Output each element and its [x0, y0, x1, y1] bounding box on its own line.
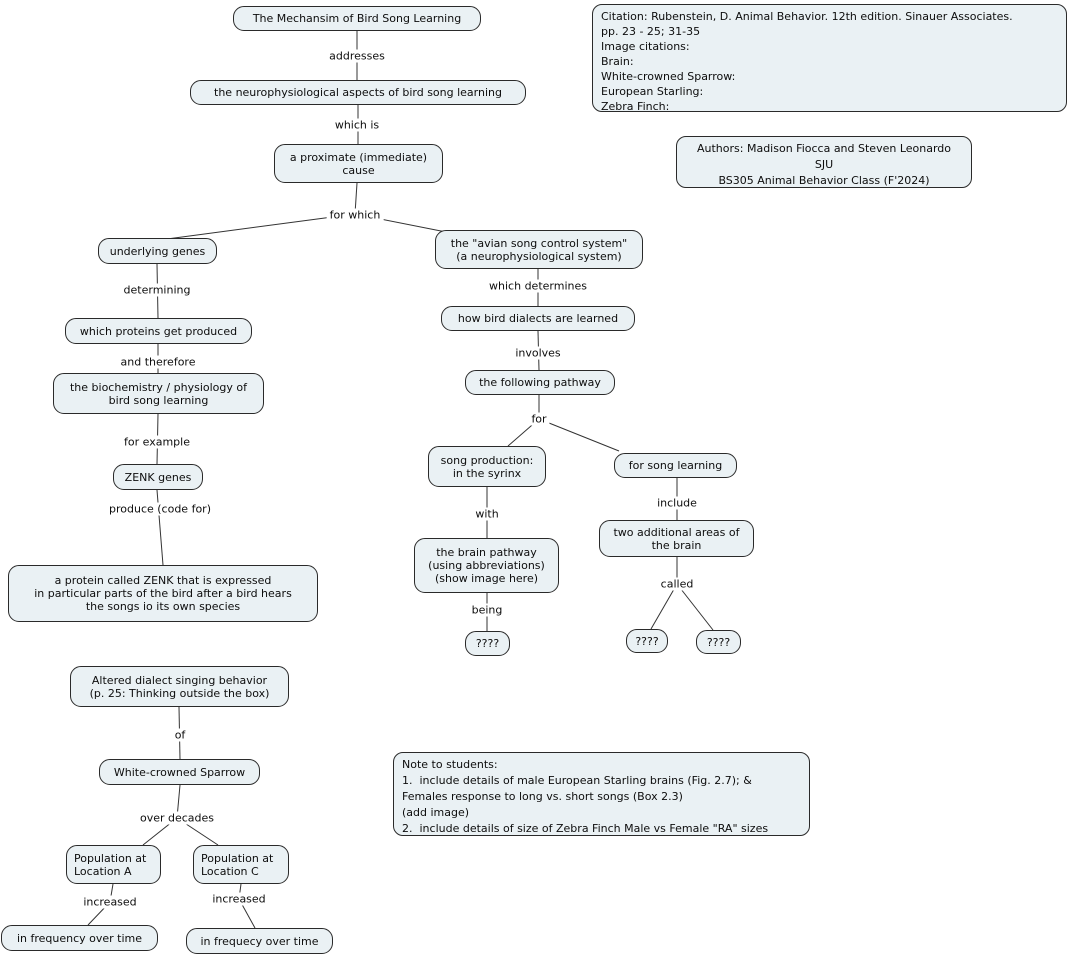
link-label-with[interactable]: with — [472, 507, 502, 521]
link-label-which-is[interactable]: which is — [331, 118, 383, 132]
concept-node-which-proteins[interactable]: which proteins get produced — [65, 318, 252, 344]
link-label-for[interactable]: for — [528, 412, 550, 426]
concept-node-song-production-syrinx[interactable]: song production: in the syrinx — [428, 446, 546, 487]
citation-box[interactable]: Citation: Rubenstein, D. Animal Behavior… — [592, 4, 1067, 113]
concept-node-biochemistry-physiology[interactable]: the biochemistry / physiology of bird so… — [53, 373, 264, 414]
concept-node-two-additional-areas[interactable]: two additional areas of the brain — [599, 520, 754, 557]
concept-node-brain-pathway[interactable]: the brain pathway (using abbreviations) … — [414, 538, 559, 593]
link-label-increased-a[interactable]: increased — [80, 895, 140, 909]
concept-node-frequency-over-time-c[interactable]: in frequecy over time — [186, 928, 333, 954]
link-label-addresses[interactable]: addresses — [326, 49, 388, 63]
link-label-involves[interactable]: involves — [512, 346, 564, 360]
concept-node-for-song-learning[interactable]: for song learning — [614, 453, 737, 478]
link-label-which-determines[interactable]: which determines — [486, 279, 590, 293]
concept-node-following-pathway[interactable]: the following pathway — [465, 370, 615, 395]
link-label-over-decades[interactable]: over decades — [136, 811, 218, 825]
concept-node-zenk-genes[interactable]: ZENK genes — [113, 464, 203, 490]
concept-node-population-location-a[interactable]: Population at Location A — [66, 845, 161, 884]
concept-node-altered-dialect-behavior[interactable]: Altered dialect singing behavior (p. 25:… — [70, 666, 289, 707]
concept-node-underlying-genes[interactable]: underlying genes — [98, 238, 217, 264]
concept-node-population-location-c[interactable]: Population at Location C — [193, 845, 289, 884]
link-label-for-which[interactable]: for which — [326, 208, 384, 222]
concept-node-bird-dialects[interactable]: how bird dialects are learned — [441, 306, 635, 331]
concept-node-unknown-3[interactable]: ???? — [696, 630, 741, 654]
link-label-determining[interactable]: determining — [120, 283, 194, 297]
concept-node-unknown-2[interactable]: ???? — [626, 629, 668, 653]
link-label-called[interactable]: called — [657, 577, 697, 591]
concept-node-proximate-cause[interactable]: a proximate (immediate) cause — [274, 144, 443, 183]
link-label-and-therefore[interactable]: and therefore — [117, 355, 199, 369]
link-label-produce-code-for[interactable]: produce (code for) — [106, 502, 214, 516]
concept-node-avian-song-control-system[interactable]: the "avian song control system" (a neuro… — [435, 230, 643, 269]
concept-node-frequency-over-time-a[interactable]: in frequency over time — [1, 925, 158, 951]
link-label-increased-c[interactable]: increased — [209, 892, 269, 906]
link-label-of[interactable]: of — [171, 728, 189, 742]
concept-node-zenk-protein[interactable]: a protein called ZENK that is expressed … — [8, 565, 318, 622]
note-to-students-box[interactable]: Note to students: 1. include details of … — [393, 752, 810, 836]
concept-node-white-crowned-sparrow[interactable]: White-crowned Sparrow — [99, 759, 260, 785]
link-label-for-example[interactable]: for example — [121, 435, 193, 449]
authors-box[interactable]: Authors: Madison Fiocca and Steven Leona… — [676, 136, 972, 188]
link-label-being[interactable]: being — [468, 603, 506, 617]
link-label-include[interactable]: include — [654, 496, 700, 510]
concept-node-title[interactable]: The Mechansim of Bird Song Learning — [233, 6, 481, 31]
concept-node-unknown-1[interactable]: ???? — [465, 631, 510, 656]
concept-node-neurophysiological-aspects[interactable]: the neurophysiological aspects of bird s… — [190, 80, 526, 105]
